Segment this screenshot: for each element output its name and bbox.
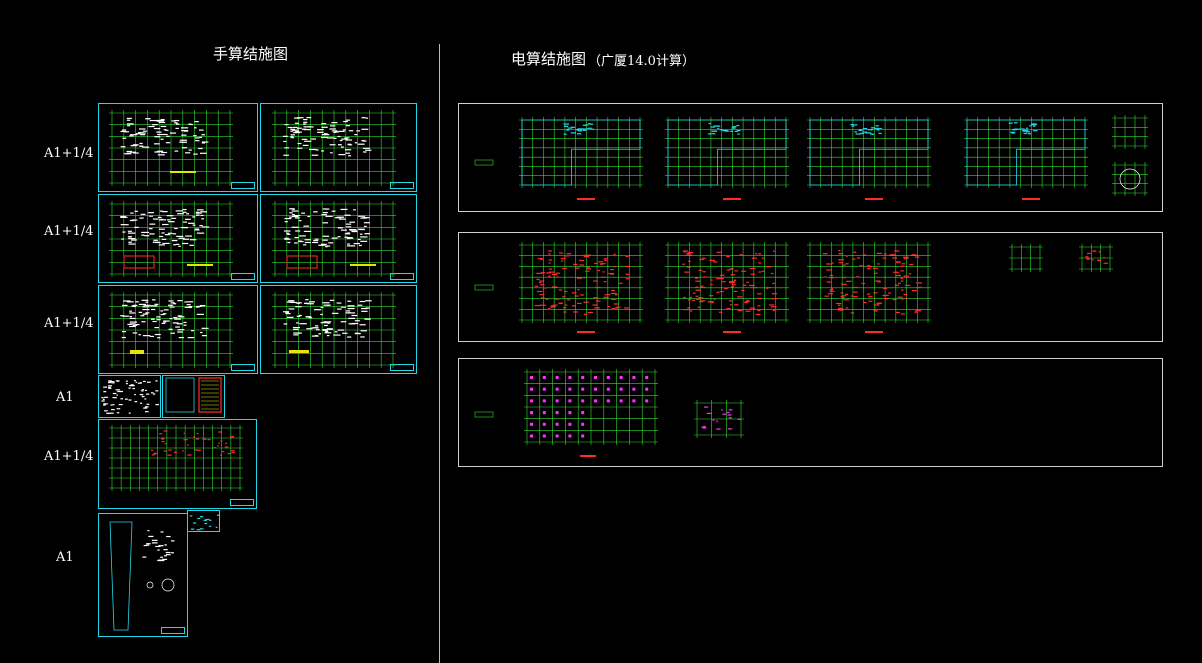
computed-plan-grid-r1-1 [519, 117, 643, 188]
computed-plan-grid-r1-3 [807, 117, 931, 188]
hand-plan-grid-2 [272, 110, 396, 186]
right-subtitle: （广厦14.0计算） [588, 54, 695, 69]
drawing-title-mark [865, 198, 883, 200]
note-bar [187, 264, 213, 266]
computed-plan-grid-r1-4 [964, 117, 1088, 188]
foundation-grid [109, 425, 243, 491]
hand-plan-details-3 [120, 208, 210, 247]
sheet-size-label-6: A1 [56, 550, 74, 565]
column-layout-grid [524, 369, 658, 445]
drawing-title-mark [723, 198, 741, 200]
hand-plan-details-4 [283, 208, 370, 248]
note-bar [170, 171, 196, 173]
stair-section [109, 521, 133, 631]
left-title: 手算结施图 [213, 45, 289, 63]
hand-plan-details-5 [120, 299, 209, 339]
hand-sheet-5[interactable] [98, 419, 257, 509]
small-sheet-frame [165, 377, 195, 413]
computed-panel-1[interactable] [458, 103, 1163, 212]
hand-plan-details-2 [283, 117, 372, 157]
rebar-r2-3 [822, 250, 922, 315]
beam-labels-r1-1 [563, 123, 595, 135]
computed-detail-r2-a [1009, 244, 1043, 272]
sheet-size-label-1: A1+1/4 [44, 146, 94, 161]
title-block [231, 273, 255, 280]
hand-sheet-4a[interactable] [98, 375, 161, 418]
hand-plan-details-1 [120, 117, 209, 156]
detail-notes [189, 514, 221, 531]
computed-detail-r2-b [1079, 244, 1113, 272]
hand-sheet-1a[interactable] [98, 103, 258, 192]
computed-panel-3[interactable] [458, 358, 1163, 467]
rebar-r2-2 [682, 250, 778, 315]
panel-side-label-3 [474, 411, 494, 418]
sheet-size-label-2: A1+1/4 [44, 224, 94, 239]
drawing-title-mark [577, 331, 595, 333]
column-detail-grid [694, 400, 744, 438]
title-block [231, 182, 255, 189]
right-title: 电算结施图 [511, 50, 587, 68]
computed-plan-outline-r1-2 [667, 119, 787, 186]
column-marks [530, 376, 649, 438]
note-bar [289, 350, 309, 353]
computed-plan-outline-r1-1 [521, 119, 641, 186]
title-block [390, 364, 414, 371]
sheet-size-label-3: A1+1/4 [44, 316, 94, 331]
drawing-title-mark [1022, 198, 1040, 200]
drawing-title-mark [865, 331, 883, 333]
drawing-title-mark [577, 198, 595, 200]
hand-sheet-3a[interactable] [98, 285, 258, 374]
hand-plan-grid-3 [109, 201, 233, 277]
hand-sheet-4b[interactable] [162, 375, 225, 418]
hand-sheet-1b[interactable] [260, 103, 417, 192]
foundation-rebar [150, 430, 235, 456]
title-block [161, 627, 185, 634]
hand-sheet-3b[interactable] [260, 285, 417, 374]
beam-labels-r1-2 [708, 122, 741, 135]
section-mark [161, 578, 175, 592]
drawing-title-mark [723, 331, 741, 333]
hand-plan-grid-6 [272, 292, 396, 368]
title-block [390, 273, 414, 280]
drawing-title-mark [580, 455, 596, 457]
rebar-detail-r2 [1085, 250, 1109, 264]
hand-sheet-6[interactable] [98, 513, 188, 637]
computed-detail-r1-b [1112, 162, 1148, 196]
section-divider [439, 44, 440, 663]
hand-sheet-2a[interactable] [98, 194, 258, 283]
computed-plan-outline-r1-4 [966, 119, 1086, 186]
small-sheet-rebar [198, 377, 222, 413]
column-detail-marks [701, 406, 741, 430]
rebar-zone [123, 255, 155, 269]
panel-side-label-2 [474, 284, 494, 291]
note-bar [130, 350, 144, 354]
computed-panel-2[interactable] [458, 232, 1163, 342]
computed-plan-outline-r1-3 [809, 119, 929, 186]
sheet-size-label-4: A1 [56, 390, 74, 405]
beam-labels-r1-3 [850, 124, 883, 135]
computed-plan-grid-r2-1 [519, 242, 643, 323]
title-block [231, 364, 255, 371]
title-block [230, 499, 254, 506]
rebar-r2-1 [534, 250, 631, 315]
beam-labels-r1-4 [1008, 122, 1038, 135]
hand-sheet-6-detail[interactable] [187, 510, 220, 532]
hand-plan-details-6 [283, 299, 372, 338]
hand-plan-grid-1 [109, 110, 233, 186]
panel-side-label-1 [474, 159, 494, 166]
detail-circle [1119, 168, 1141, 190]
title-block [390, 182, 414, 189]
sheet-size-label-5: A1+1/4 [44, 449, 94, 464]
rebar-zone [286, 255, 318, 269]
computed-detail-r1-a [1112, 115, 1148, 149]
computed-plan-grid-r2-2 [665, 242, 789, 323]
hand-sheet-2b[interactable] [260, 194, 417, 283]
stair-notes [142, 530, 175, 562]
small-sheet-details [101, 380, 159, 414]
computed-plan-grid-r1-2 [665, 117, 789, 188]
section-mark [146, 581, 154, 589]
note-bar [350, 264, 376, 266]
